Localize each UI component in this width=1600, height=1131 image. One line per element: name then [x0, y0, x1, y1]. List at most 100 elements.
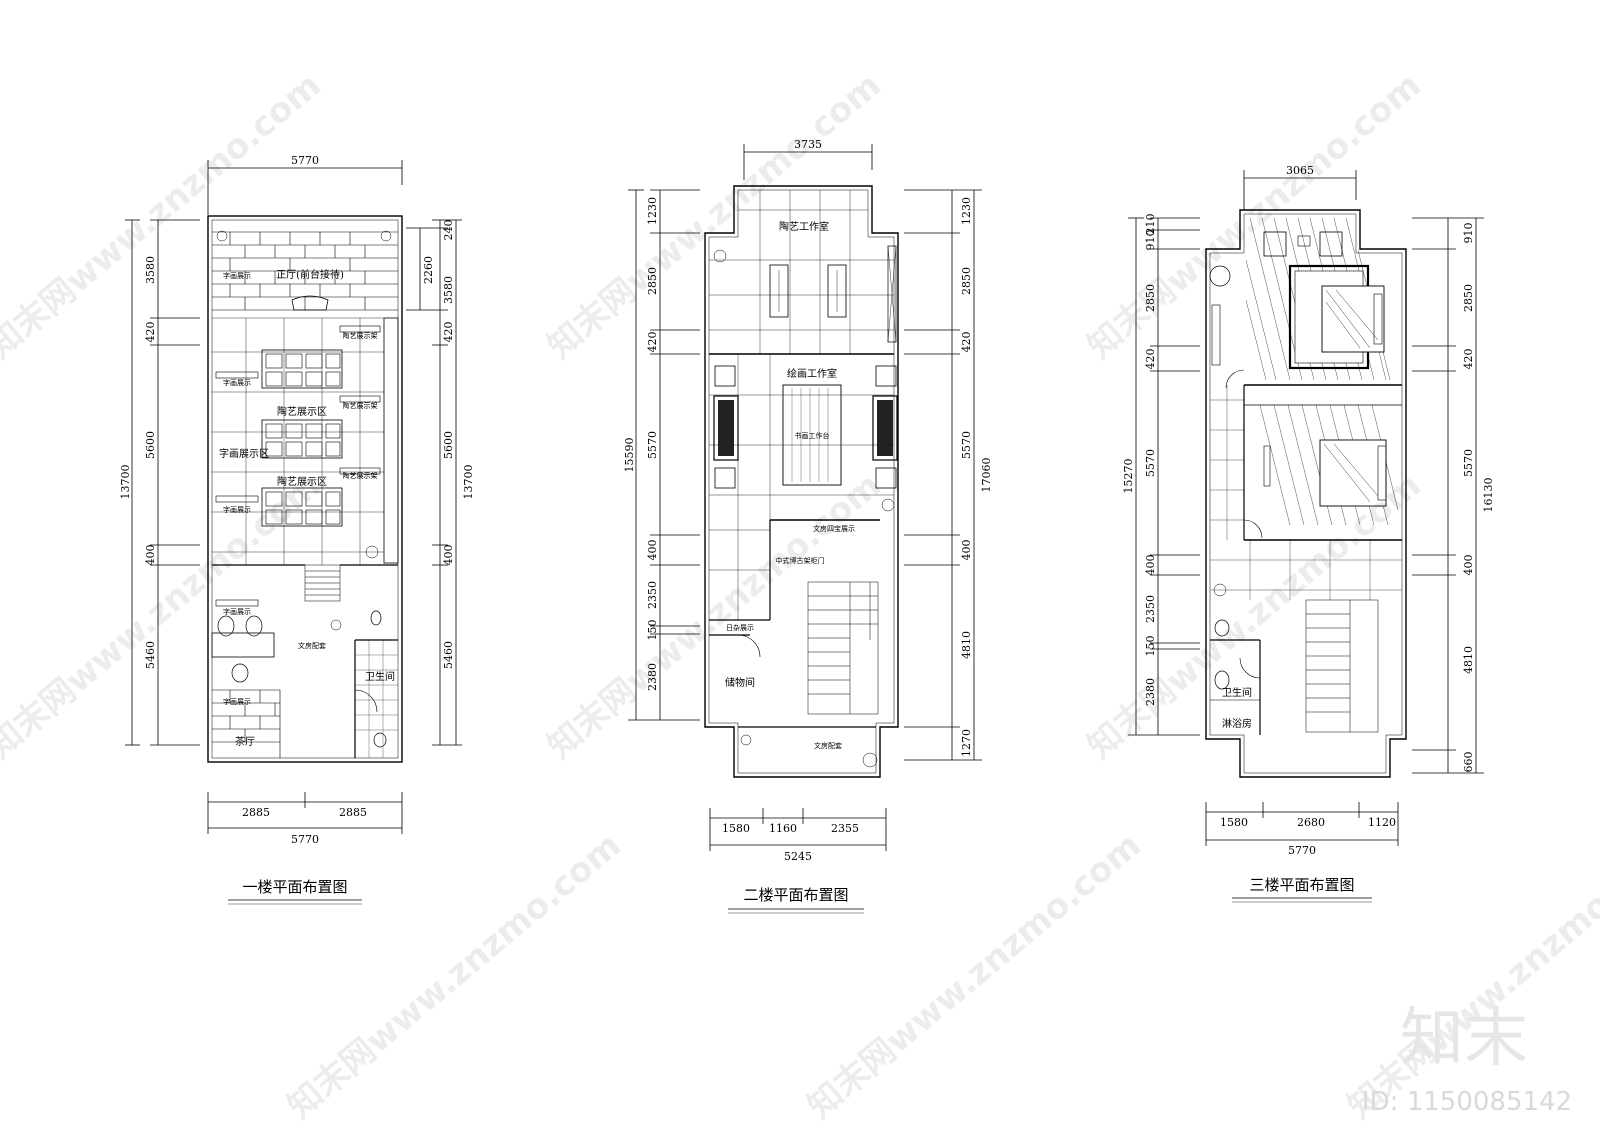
plan1-room-pottery-1: 陶艺展示区 — [277, 405, 327, 418]
plan1-room-bathroom: 卫生间 — [365, 670, 395, 683]
plan3-right-dim-7: 660 — [1462, 752, 1475, 773]
plan2-label-4: 日杂展示 — [726, 624, 754, 632]
plan3-left-dim-3: 2850 — [1144, 284, 1157, 312]
plan2-right-dim-1: 1230 — [960, 197, 973, 225]
plan1-left-dim-1: 3580 — [144, 256, 157, 284]
plan2-right-dim-6: 4810 — [960, 631, 973, 659]
plan1-left-dim-4: 400 — [144, 545, 157, 566]
plan1-left-total: 13700 — [119, 465, 132, 500]
plan2-top-dimension: 3735 — [794, 138, 822, 151]
plan3-left-dim-9: 2380 — [1144, 678, 1157, 706]
plan2-label-1: 书画工作台 — [795, 431, 830, 440]
plan3-right-dim-5: 400 — [1462, 555, 1475, 576]
plan3-bottom-dim-3: 1120 — [1368, 816, 1396, 829]
plan3-top-dimension: 3065 — [1286, 164, 1314, 177]
plan1-label-5: 字画展示 — [223, 505, 251, 514]
plan1-room-stationery: 文房配套 — [298, 641, 326, 650]
plan3-bottom-dim-2: 2680 — [1297, 816, 1325, 829]
plan3-left-dim-1: 210 — [1144, 214, 1157, 235]
plan1-bottom-total: 5770 — [291, 833, 319, 846]
plan3-left-dim-8: 150 — [1144, 636, 1157, 657]
plan2-left-dim-1: 1230 — [646, 197, 659, 225]
plan1-label-6: 陶艺展示架 — [343, 471, 378, 480]
plan3-left-dim-5: 5570 — [1144, 449, 1157, 477]
plan3-left-dim-4: 420 — [1144, 349, 1157, 370]
plan1-label-2: 陶艺展示架 — [343, 331, 378, 340]
plan2-label-3: 中式博古架柜门 — [776, 556, 825, 565]
brand-logo-text: 知末 — [1400, 1002, 1528, 1076]
plan2-right-dim-4: 5570 — [960, 431, 973, 459]
plan3-right-dim-4: 5570 — [1462, 449, 1475, 477]
watermark-text-8: 知末网www.znzmo.com — [800, 825, 1149, 1127]
plan2-left-dim-6: 2350 — [646, 581, 659, 609]
plan1-right-dim-4: 420 — [442, 322, 455, 343]
plan3-left-dim-7: 2350 — [1144, 595, 1157, 623]
plan2-room-painting-studio: 绘画工作室 — [787, 367, 837, 380]
watermark-text-5: 知末网www.znzmo.com — [540, 465, 889, 767]
plan1-top-dimension: 5770 — [291, 154, 319, 167]
plan-second-floor — [628, 144, 982, 914]
plan2-right-dim-2: 2850 — [960, 267, 973, 295]
plan3-left-total: 15270 — [1122, 459, 1135, 494]
plan1-left-dim-2: 420 — [144, 322, 157, 343]
plan1-room-calligraphy: 字画展示区 — [219, 447, 269, 460]
watermark-text-4: 知末网www.znzmo.com — [0, 465, 329, 767]
plan2-bottom-dim-1: 1580 — [722, 822, 750, 835]
plan2-left-dim-2: 2850 — [646, 267, 659, 295]
plan3-right-dim-3: 420 — [1462, 349, 1475, 370]
plan2-right-dim-3: 420 — [960, 332, 973, 353]
plan1-bottom-dim-1: 2885 — [242, 806, 270, 819]
plan-first-floor — [125, 160, 462, 905]
plan2-left-dim-3: 420 — [646, 332, 659, 353]
plan1-left-dim-3: 5600 — [144, 431, 157, 459]
plan3-right-dim-2: 2850 — [1462, 284, 1475, 312]
plan1-right-dim-3: 3580 — [442, 276, 455, 304]
plan1-title: 一楼平面布置图 — [242, 878, 347, 896]
plan2-room-storage: 储物间 — [725, 676, 755, 689]
plan1-label-3: 字画展示 — [223, 378, 251, 387]
plan-third-floor — [1128, 170, 1484, 903]
plan2-left-dim-4: 5570 — [646, 431, 659, 459]
plan2-room-pottery-studio: 陶艺工作室 — [779, 220, 829, 233]
watermark-text-7: 知末网www.znzmo.com — [280, 825, 629, 1127]
plan2-left-dim-5: 400 — [646, 540, 659, 561]
plan3-room-shower: 淋浴房 — [1222, 717, 1252, 730]
plan3-title: 三楼平面布置图 — [1249, 876, 1354, 894]
plan2-right-total: 17060 — [980, 458, 993, 493]
plan3-left-dim-6: 400 — [1144, 555, 1157, 576]
plan3-bottom-dim-1: 1580 — [1220, 816, 1248, 829]
plan1-right-total: 13700 — [462, 465, 475, 500]
watermark-id: ID: 1150085142 — [1362, 1087, 1572, 1117]
plan1-label-1: 字画展示 — [223, 271, 251, 280]
plan3-room-bathroom: 卫生间 — [1222, 686, 1252, 699]
plan3-right-dim-1: 910 — [1462, 223, 1475, 244]
plan1-room-tea: 茶厅 — [235, 735, 255, 748]
plan3-bottom-total: 5770 — [1288, 844, 1316, 857]
plan3-right-total: 16130 — [1482, 478, 1495, 513]
plan2-left-dim-7: 150 — [646, 620, 659, 641]
plan2-left-total: 15590 — [623, 438, 636, 473]
plan2-bottom-dim-3: 2355 — [831, 822, 859, 835]
plan1-room-reception: 正厅(前台接待) — [276, 268, 344, 281]
plan1-label-7: 字画展示 — [223, 607, 251, 616]
plan1-label-8: 字画展示 — [223, 697, 251, 706]
plan2-title: 二楼平面布置图 — [743, 886, 848, 904]
plan2-label-2: 文房四宝展示 — [813, 524, 855, 533]
plan1-left-dim-5: 5460 — [144, 641, 157, 669]
plan3-right-dim-6: 4810 — [1462, 646, 1475, 674]
plan1-right-dim-2: 2260 — [422, 256, 435, 284]
plan2-label-5: 文房配套 — [814, 741, 842, 750]
watermark-text-6: 知末网www.znzmo.com — [1080, 465, 1429, 767]
plan1-room-pottery-2: 陶艺展示区 — [277, 475, 327, 488]
watermark-text-2: 知末网www.znzmo.com — [540, 65, 889, 367]
plan2-left-dim-8: 2380 — [646, 663, 659, 691]
plan2-bottom-dim-2: 1160 — [769, 822, 797, 835]
plan1-right-dim-5: 5600 — [442, 431, 455, 459]
plan2-right-dim-5: 400 — [960, 540, 973, 561]
plan2-bottom-total: 5245 — [784, 850, 812, 863]
watermark-text-9: 知末网www.znzmo.com — [1340, 825, 1600, 1127]
plan1-label-4: 陶艺展示架 — [343, 401, 378, 410]
plan1-bottom-dim-2: 2885 — [339, 806, 367, 819]
plan1-right-dim-7: 5460 — [442, 641, 455, 669]
